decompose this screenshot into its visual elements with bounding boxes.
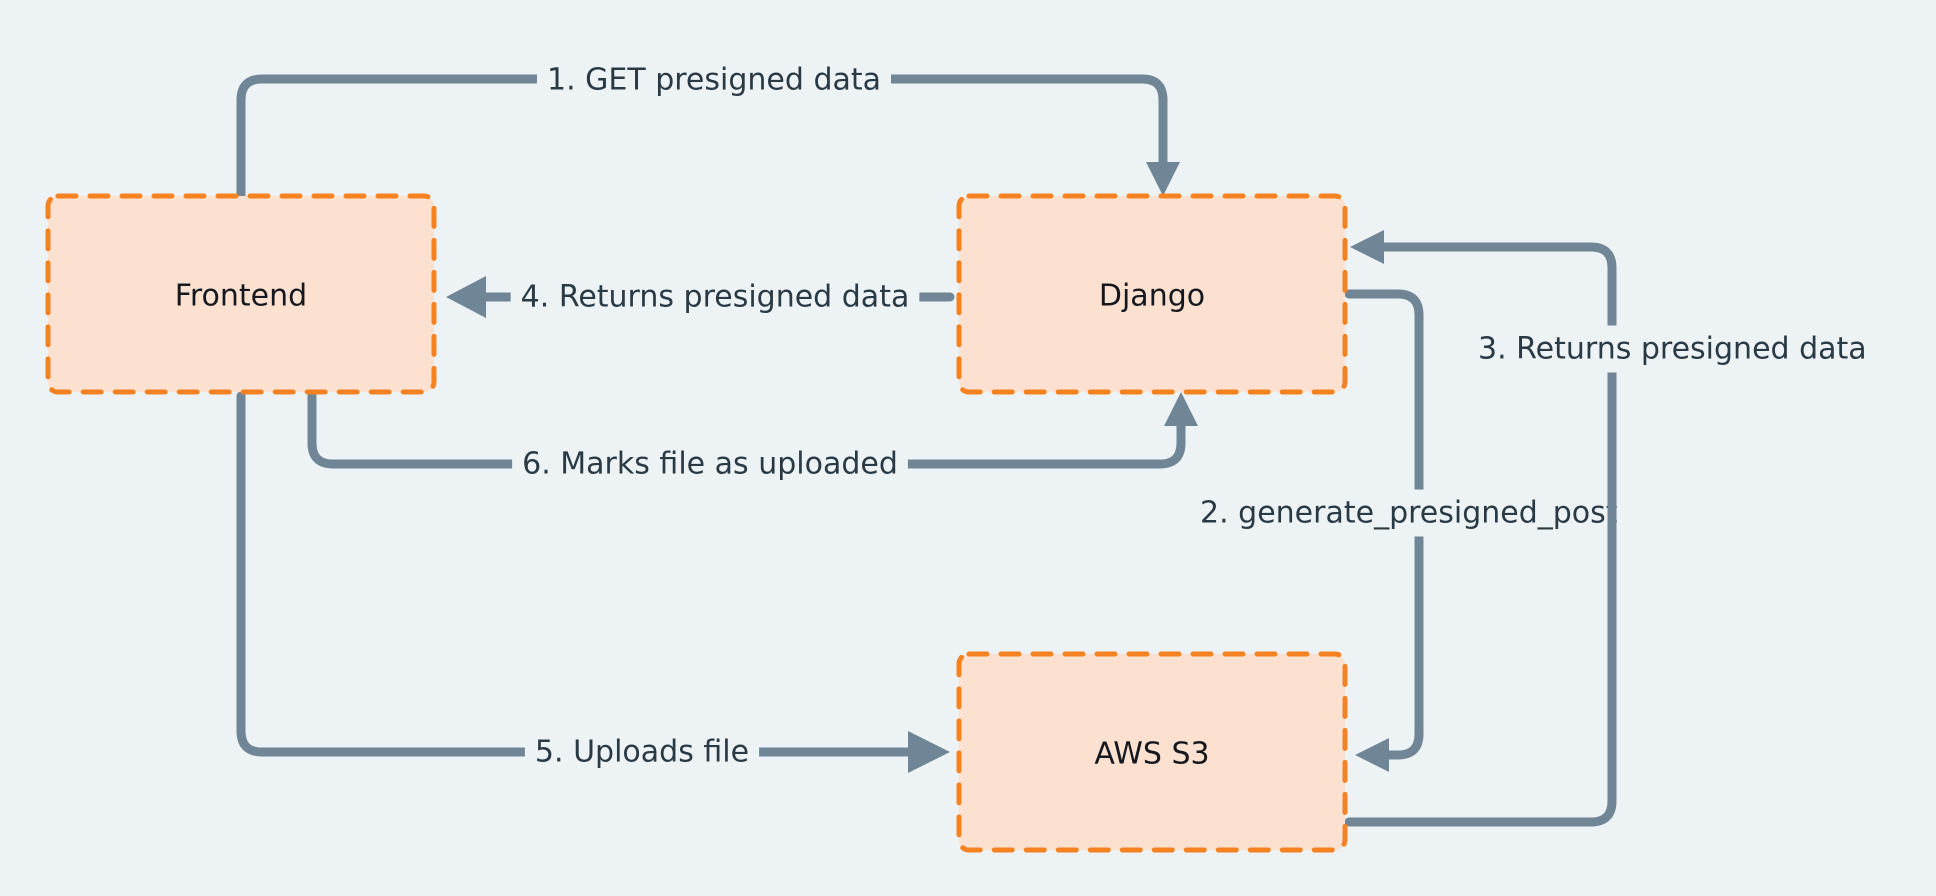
edge-5-uploads-file[interactable]: 5. Uploads file [236,391,950,776]
node-django-label: Django [1099,279,1205,314]
node-frontend-box [45,193,437,395]
edge-6-marks-file-as-uploaded[interactable]: 6. Marks file as uploaded [307,391,1198,488]
node-aws-s3-box [956,651,1348,853]
edge-6-label-bg [512,440,908,488]
edge-3-arrowhead [1350,230,1384,264]
edge-1-label-bg [536,56,892,104]
edge-6-label: 6. Marks file as uploaded [522,447,898,482]
node-frontend-label: Frontend [175,279,307,314]
node-django[interactable]: Django [956,193,1348,395]
edge-1-label: 1. GET presigned data [547,63,881,98]
node-aws-s3-label: AWS S3 [1094,737,1209,772]
node-django-box [956,193,1348,395]
edge-3-label-bg [1468,325,1877,373]
edge-1-get-presigned-data[interactable]: 1. GET presigned data [236,56,1180,201]
edge-1-arrowhead [1146,162,1180,196]
edge-2-generate-presigned-post[interactable]: 2. generate_presigned_post [1190,289,1628,772]
edge-3-path [1344,242,1617,827]
edge-2-label-bg [1190,489,1628,537]
edge-5-label-bg [524,728,760,776]
edge-5-arrowhead [908,731,950,773]
edge-5-label: 5. Uploads file [535,735,749,770]
edge-4-label-bg [510,273,920,321]
node-frontend[interactable]: Frontend [45,193,437,395]
node-aws-s3[interactable]: AWS S3 [956,651,1348,853]
edge-3-label: 3. Returns presigned data [1478,332,1867,367]
edge-4-label: 4. Returns presigned data [521,280,910,315]
edge-3-returns-presigned-data[interactable]: 3. Returns presigned data [1344,230,1877,827]
edge-2-arrowhead [1355,738,1389,772]
edge-4-returns-presigned-data[interactable]: 4. Returns presigned data [446,273,955,321]
edge-6-arrowhead [1164,392,1198,426]
edge-4-arrowhead [446,276,486,318]
edge-2-label: 2. generate_presigned_post [1200,496,1618,531]
edge-5-path [236,391,912,757]
